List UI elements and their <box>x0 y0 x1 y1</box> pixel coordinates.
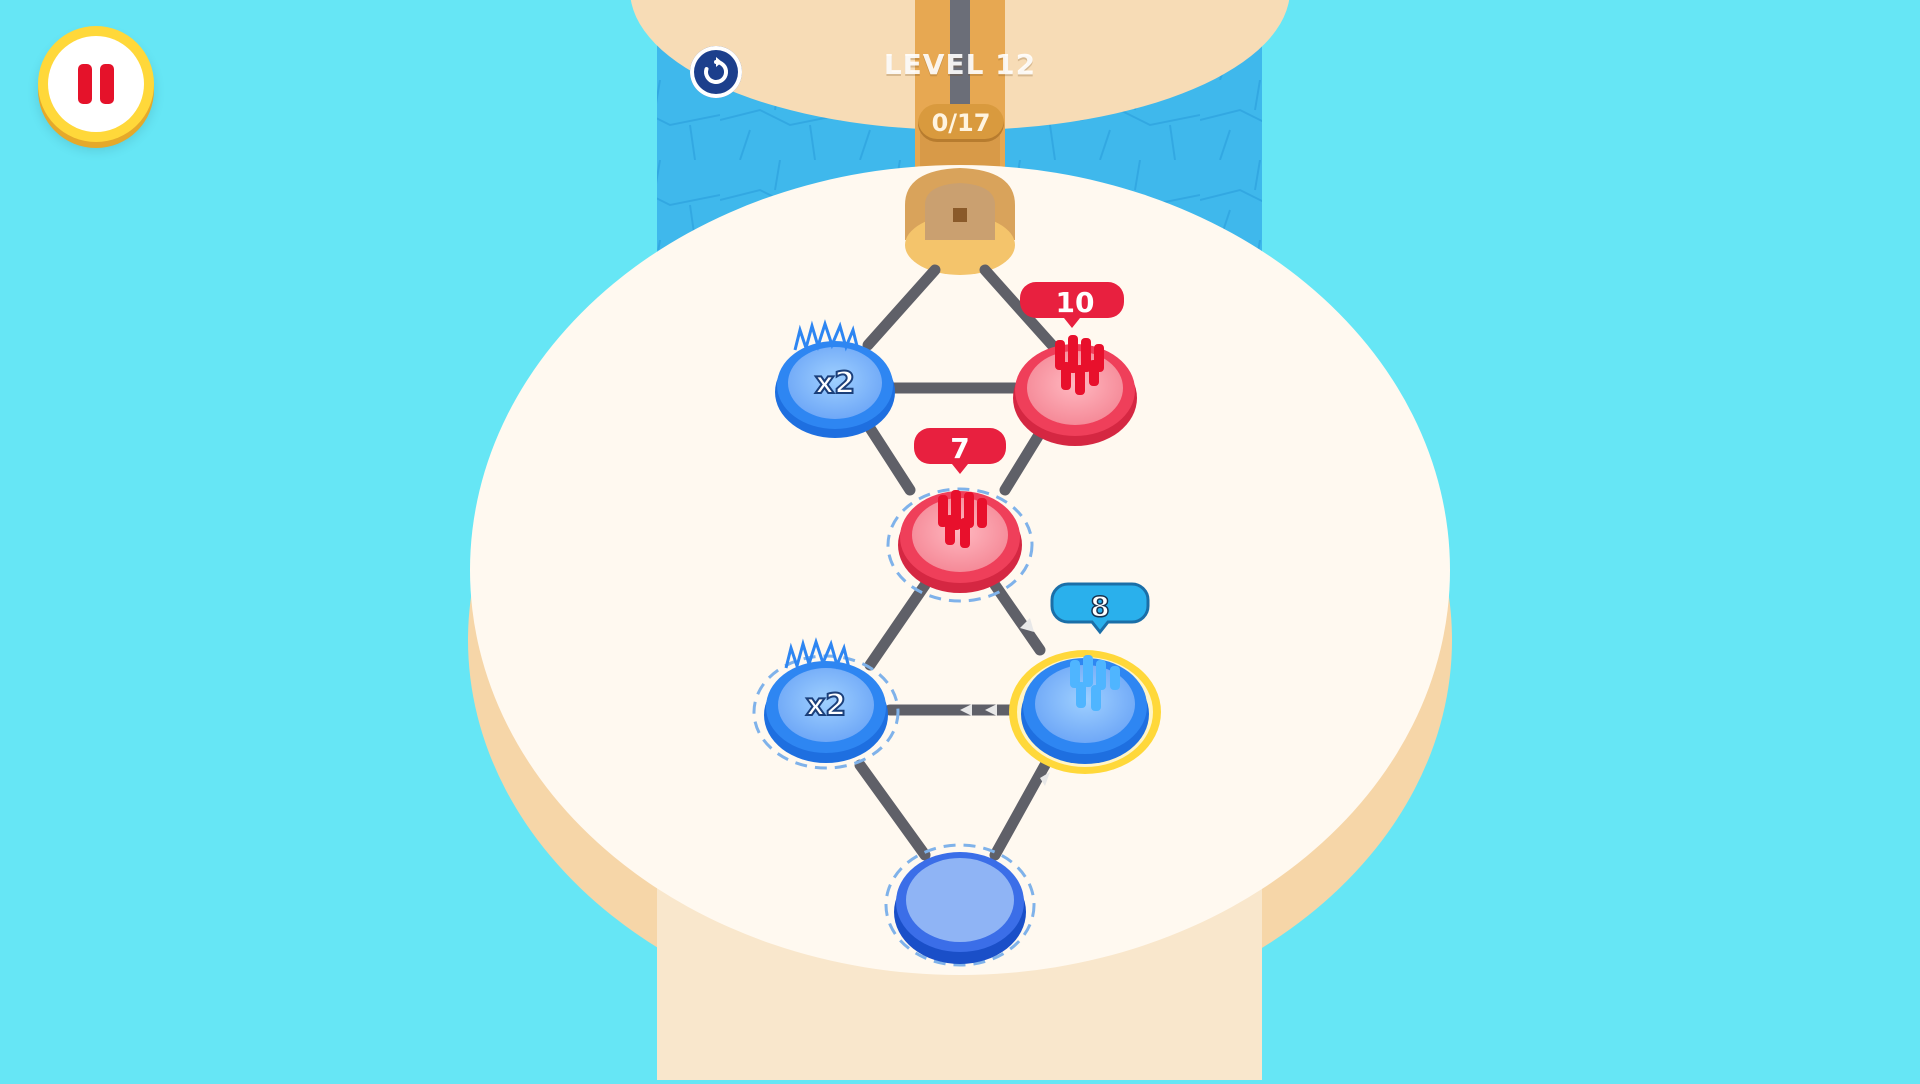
count-bubble <box>1050 582 1150 635</box>
level-title: LEVEL 12 <box>883 48 1037 81</box>
restart-icon <box>704 57 729 84</box>
node-top-left[interactable]: x2 <box>775 319 895 438</box>
arrow-marker <box>1040 772 1050 786</box>
blue-spikes-decoration <box>793 319 860 354</box>
multiplier-label: x2 <box>806 688 846 723</box>
node-middle[interactable]: 7 <box>886 428 1034 603</box>
edge-middle-bottomleft <box>864 579 931 671</box>
arrow-marker <box>1020 618 1034 632</box>
edge-bottomleft-bottom <box>854 759 931 861</box>
edge-gate-left <box>862 264 941 351</box>
pause-button-inner <box>48 36 144 132</box>
restart-button[interactable] <box>690 46 742 98</box>
multiplier-label: x2 <box>815 366 855 401</box>
edge-middle-bottomright <box>989 579 1046 656</box>
edge-gate-right <box>979 264 1058 351</box>
troop-count: 10 <box>1056 286 1095 319</box>
edge-topleft-middle <box>862 419 916 496</box>
pause-button[interactable] <box>38 26 154 142</box>
troop-count: 7 <box>950 432 969 465</box>
red-troop-crowd <box>938 490 987 548</box>
node-bottom-right[interactable]: 8 <box>1009 582 1161 774</box>
arrow-marker <box>960 704 972 716</box>
blue-troop-crowd <box>1070 655 1120 711</box>
node-bottom-left[interactable]: x2 <box>752 637 900 770</box>
path-arrows <box>960 618 1050 786</box>
node-bottom[interactable] <box>884 843 1036 967</box>
count-bubble <box>1020 282 1124 328</box>
arrow-marker <box>985 704 997 716</box>
count-bubble <box>914 428 1006 474</box>
pause-icon <box>78 64 114 104</box>
progress-counter: 0/17 <box>918 104 1004 142</box>
edge-bottomright-bottom <box>989 759 1051 861</box>
troop-count: 8 <box>1090 590 1109 623</box>
node-top-right[interactable]: 10 <box>1013 282 1137 446</box>
blue-spikes-decoration <box>784 637 851 672</box>
gate-knob <box>953 208 967 222</box>
red-troop-crowd <box>1055 335 1104 395</box>
graph-edges <box>854 264 1058 861</box>
